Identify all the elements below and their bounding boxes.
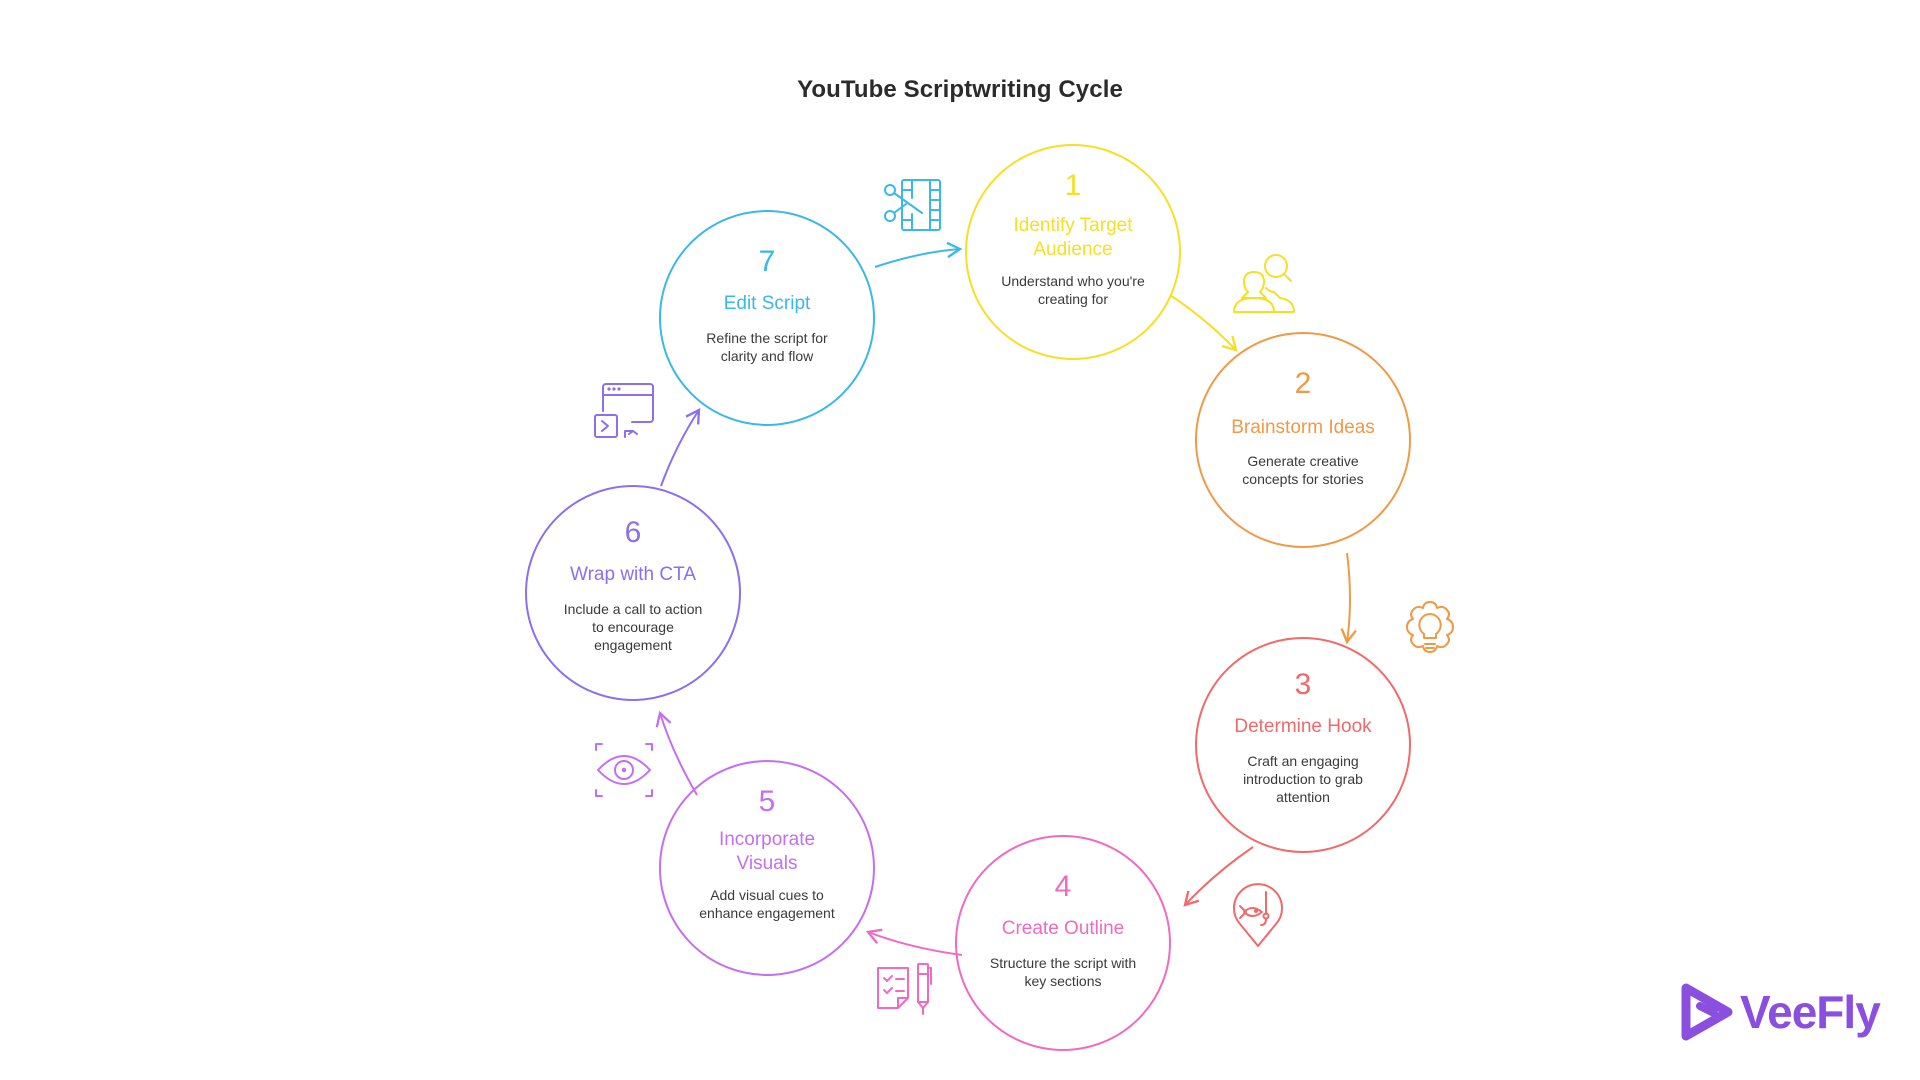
lightbulb-gear-icon bbox=[1406, 601, 1454, 653]
step-7-circle bbox=[659, 210, 875, 426]
step-6-circle bbox=[525, 485, 741, 701]
brand-logo: VeeFly bbox=[1680, 982, 1881, 1042]
step-number: 1 bbox=[1064, 169, 1082, 202]
checklist-pen-icon bbox=[877, 963, 932, 1015]
step-description: Add visual cues to enhance engagement bbox=[699, 887, 835, 921]
step-label: Identify Target Audience bbox=[1013, 215, 1133, 260]
brand-name: VeeFly bbox=[1740, 986, 1881, 1038]
step-description: Understand who you're creating for bbox=[1001, 273, 1145, 307]
step-4: 4 Create Outline Structure the script wi… bbox=[955, 835, 1171, 1051]
step-label: Brainstorm Ideas bbox=[1231, 417, 1375, 438]
step-1-circle bbox=[965, 144, 1181, 360]
step-label: Incorporate Visuals bbox=[718, 829, 816, 874]
step-label: Create Outline bbox=[1001, 918, 1125, 939]
step-number: 3 bbox=[1294, 668, 1312, 701]
step-number: 4 bbox=[1054, 870, 1072, 903]
step-description: Craft an engaging introduction to grab a… bbox=[1243, 753, 1363, 805]
step-5: 5 Incorporate Visuals Add visual cues to… bbox=[659, 760, 875, 976]
step-4-circle bbox=[955, 835, 1171, 1051]
step-description: Refine the script for clarity and flow bbox=[706, 330, 828, 364]
arrow-5-to-6 bbox=[655, 710, 698, 796]
step-description: Include a call to action to encourage en… bbox=[563, 601, 703, 653]
step-number: 2 bbox=[1294, 367, 1312, 400]
step-5-circle bbox=[659, 760, 875, 976]
arrow-1-to-2 bbox=[1169, 294, 1238, 352]
eye-focus-icon bbox=[595, 743, 653, 797]
arrow-2-to-3 bbox=[1340, 552, 1357, 645]
step-label: Edit Script bbox=[723, 293, 811, 314]
step-1: 1 Identify Target Audience Understand wh… bbox=[965, 144, 1181, 360]
step-label: Wrap with CTA bbox=[570, 564, 696, 585]
step-description: Generate creative concepts for stories bbox=[1242, 453, 1364, 487]
step-3-circle bbox=[1195, 637, 1411, 853]
diagram-title: YouTube Scriptwriting Cycle bbox=[797, 76, 1123, 103]
arrow-4-to-5 bbox=[865, 928, 963, 956]
step-7: 7 Edit Script Refine the script for clar… bbox=[659, 210, 875, 426]
step-2-circle bbox=[1195, 332, 1411, 548]
veefly-play-icon bbox=[1681, 983, 1733, 1041]
step-2: 2 Brainstorm Ideas Generate creative con… bbox=[1195, 332, 1411, 548]
step-6: 6 Wrap with CTA Include a call to action… bbox=[525, 485, 741, 701]
arrow-6-to-7 bbox=[660, 408, 701, 487]
step-description: Structure the script with key sections bbox=[989, 955, 1137, 989]
arrow-3-to-4 bbox=[1183, 846, 1254, 907]
audience-search-icon bbox=[1233, 254, 1295, 313]
scissors-film-icon bbox=[884, 179, 941, 231]
step-number: 7 bbox=[758, 245, 776, 278]
fish-hook-pin-icon bbox=[1233, 883, 1283, 947]
step-number: 5 bbox=[758, 785, 776, 818]
step-number: 6 bbox=[624, 516, 642, 549]
step-label: Determine Hook bbox=[1234, 716, 1372, 737]
step-3: 3 Determine Hook Craft an engaging intro… bbox=[1195, 637, 1411, 853]
arrow-7-to-1 bbox=[874, 241, 963, 268]
terminal-window-icon bbox=[594, 383, 654, 438]
